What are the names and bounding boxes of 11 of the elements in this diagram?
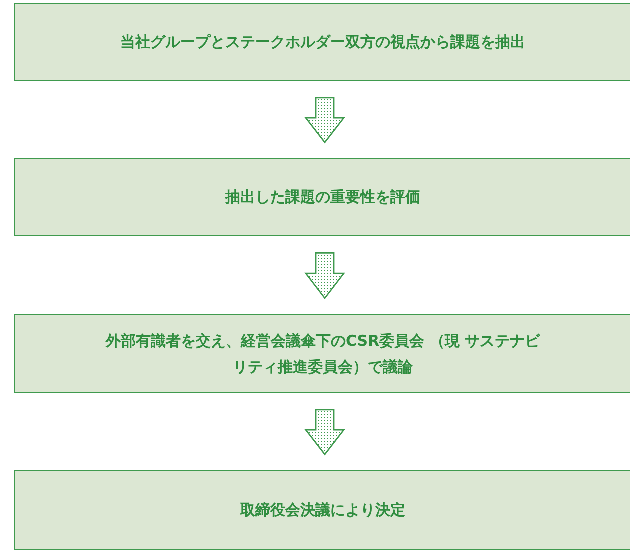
down-arrow	[304, 409, 346, 456]
process-box	[14, 3, 630, 81]
step-text: 当社グループとステークホルダー双方の視点から課題を抽出	[120, 32, 526, 53]
step-text: 抽出した課題の重要性を評価	[226, 187, 420, 208]
process-box	[14, 470, 630, 550]
down-arrow	[304, 97, 346, 144]
process-box	[14, 158, 630, 236]
step-text: 外部有識者を交え、経営会議傘下のCSR委員会 （現 サステナビリティ推進委員会）で議論	[104, 330, 542, 378]
step-text: 取締役会決議により決定	[240, 500, 406, 521]
process-box	[14, 314, 630, 393]
down-arrow	[304, 252, 346, 300]
